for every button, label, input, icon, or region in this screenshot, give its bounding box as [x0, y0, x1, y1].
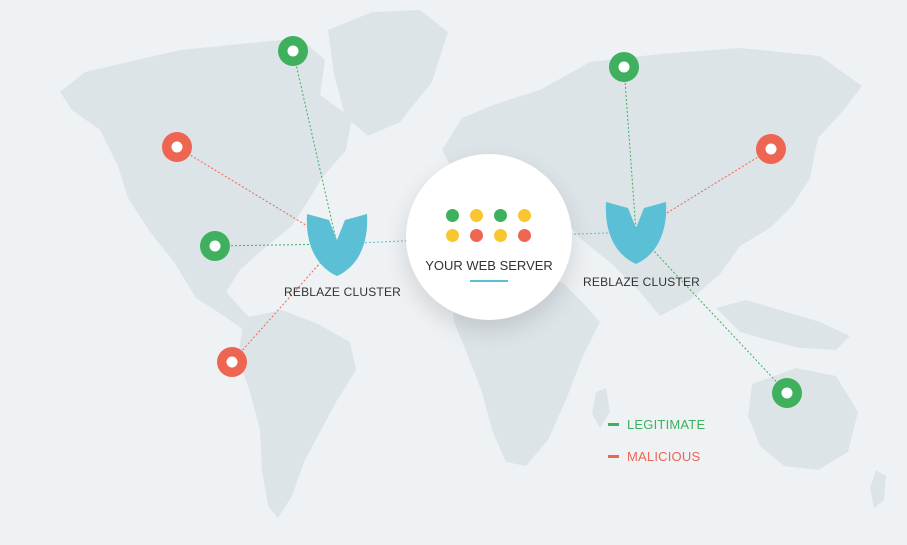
- server-dot: [494, 209, 507, 222]
- continent-eurasia: [442, 48, 862, 316]
- source-node-south-america: [217, 347, 247, 377]
- source-node-usa: [200, 231, 230, 261]
- continent-australia: [748, 368, 858, 470]
- server-dot: [446, 229, 459, 242]
- continent-southeast-asia: [716, 300, 850, 350]
- source-node-center: [171, 141, 183, 153]
- web-server-underline: [470, 280, 508, 282]
- source-node-greenland: [278, 36, 308, 66]
- continent-madagascar: [592, 388, 610, 428]
- source-node-australia: [772, 378, 802, 408]
- continent-new-zealand: [870, 470, 886, 508]
- server-dot: [518, 209, 531, 222]
- source-node-center: [765, 143, 777, 155]
- web-server-node: YOUR WEB SERVER: [406, 154, 572, 320]
- shield-icon: [605, 202, 667, 264]
- legend: LEGITIMATE MALICIOUS: [608, 416, 705, 480]
- legend-label-malicious: MALICIOUS: [627, 448, 701, 464]
- legend-item-malicious: MALICIOUS: [608, 448, 705, 464]
- source-node-east-asia: [756, 134, 786, 164]
- source-node-center: [226, 356, 238, 368]
- web-server-title: YOUR WEB SERVER: [425, 258, 553, 273]
- server-dot: [470, 209, 483, 222]
- legend-swatch-malicious: [608, 454, 619, 458]
- continent-north-america: [60, 38, 352, 336]
- source-node-canada: [162, 132, 192, 162]
- cluster-label-east: REBLAZE CLUSTER: [583, 275, 701, 289]
- source-node-center: [618, 61, 630, 73]
- legend-item-legitimate: LEGITIMATE: [608, 416, 705, 432]
- link-greenland: [292, 50, 338, 245]
- continent-greenland: [328, 10, 448, 136]
- server-dot: [470, 229, 483, 242]
- server-dot: [494, 229, 507, 242]
- source-node-center: [209, 240, 221, 252]
- link-canada: [176, 146, 338, 245]
- server-dot: [446, 209, 459, 222]
- legend-swatch-legitimate: [608, 422, 619, 426]
- cluster-label-west: REBLAZE CLUSTER: [284, 285, 402, 299]
- source-node-russia: [609, 52, 639, 82]
- legend-label-legitimate: LEGITIMATE: [627, 416, 706, 432]
- link-russia: [623, 66, 637, 233]
- continent-south-america: [238, 310, 356, 518]
- server-dot: [518, 229, 531, 242]
- source-node-center: [287, 45, 299, 57]
- source-node-center: [781, 387, 793, 399]
- shield-icon: [306, 214, 368, 276]
- link-australia: [635, 231, 788, 394]
